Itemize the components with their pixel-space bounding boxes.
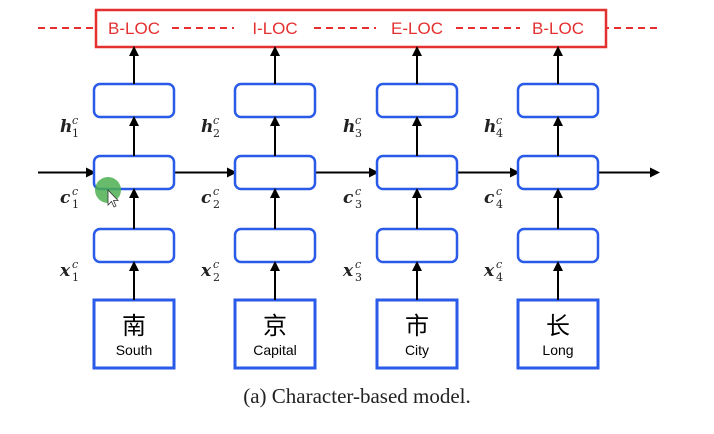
label-x-symbol: x [483,261,495,281]
label-c-index: 3 [355,198,362,211]
label-h-symbol: h [60,117,72,137]
lstm-cell-2 [233,154,317,191]
character-box-1 [92,298,176,370]
column-3: 市 City [375,46,459,370]
input-cell-4 [516,227,600,264]
label-c-superscript: c [355,185,361,198]
label-h-superscript: c [72,114,78,127]
label-h-superscript: c [496,114,502,127]
column-1: 南 South [92,46,176,370]
label-c-symbol: c [60,188,71,208]
lstm-cell-4 [516,154,600,191]
label-h-superscript: c [213,114,219,127]
character-box-3 [375,298,459,370]
label-c-index: 4 [496,198,503,211]
character-gloss-3: City [405,342,429,358]
output-tag-3: E-LOC [391,19,443,38]
label-h-index: 1 [72,127,79,140]
character-glyph-2: 京 [263,312,287,340]
label-x-superscript: c [355,258,361,271]
output-tag-4: B-LOC [532,19,584,38]
label-h-index: 4 [496,127,503,140]
output-cell-1 [92,82,176,119]
label-h-index: 2 [213,127,220,140]
output-tag-2: I-LOC [252,19,297,38]
input-cell-1 [92,227,176,264]
character-glyph-1: 南 [122,312,146,340]
label-x-superscript: c [72,258,78,271]
output-cell-3 [375,82,459,119]
lstm-cell-3 [375,154,459,191]
pointer-icon [107,189,119,208]
label-h-symbol: h [484,117,496,137]
label-h-superscript: c [355,114,361,127]
label-h-symbol: h [201,117,213,137]
label-x-superscript: c [496,258,502,271]
output-cell-4 [516,82,600,119]
figure-caption: (a) Character-based model. [243,384,471,408]
label-c-superscript: c [213,185,219,198]
input-cell-3 [375,227,459,264]
label-x-index: 3 [355,271,362,284]
label-x-symbol: x [342,261,354,281]
lstm-columns: 南 South 京 Capital 市 City 长 Long [92,46,600,370]
label-x-symbol: x [59,261,71,281]
character-glyph-4: 长 [546,312,570,340]
label-c-index: 1 [72,198,79,211]
label-c-symbol: c [484,188,495,208]
input-cell-2 [233,227,317,264]
label-h-index: 3 [355,127,362,140]
label-h-symbol: h [343,117,355,137]
character-glyph-3: 市 [405,312,429,340]
mouse-cursor [95,177,121,208]
output-tag-1: B-LOC [108,19,160,38]
character-gloss-1: South [116,342,153,358]
column-2: 京 Capital [233,46,317,370]
label-c-superscript: c [496,185,502,198]
label-x-index: 1 [72,271,79,284]
label-x-index: 2 [213,271,220,284]
column-4: 长 Long [516,46,600,370]
character-box-4 [516,298,600,370]
label-x-superscript: c [213,258,219,271]
character-gloss-4: Long [542,342,573,358]
label-c-index: 2 [213,198,220,211]
output-tags: B-LOC I-LOC E-LOC B-LOC [108,19,584,38]
output-cell-2 [233,82,317,119]
label-c-symbol: c [201,188,212,208]
label-x-index: 4 [496,271,503,284]
label-c-symbol: c [343,188,354,208]
label-x-symbol: x [200,261,212,281]
label-c-superscript: c [72,185,78,198]
character-gloss-2: Capital [253,342,297,358]
